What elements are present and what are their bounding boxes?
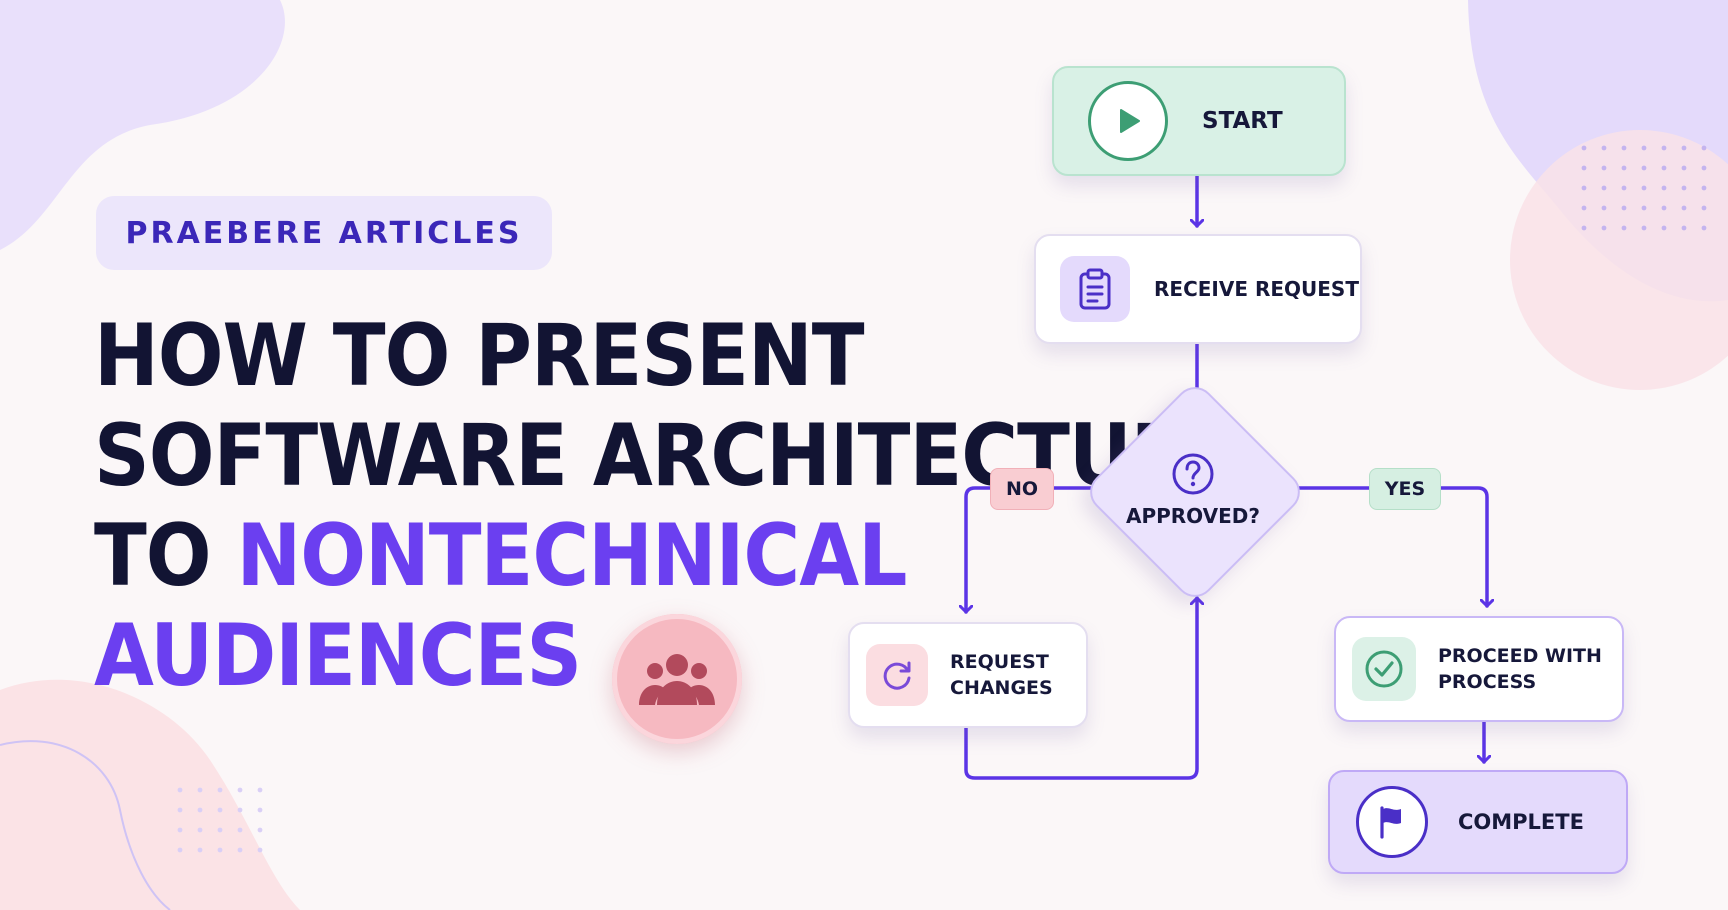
request-changes-line-1: REQUEST (950, 651, 1049, 673)
start-icon-box (1088, 81, 1168, 161)
people-group-icon (639, 654, 715, 705)
receive-icon-box (1060, 256, 1130, 322)
complete-node: COMPLETE (1328, 770, 1628, 874)
changes-icon-box (866, 644, 928, 706)
question-mark-icon (1172, 453, 1214, 495)
refresh-icon (883, 661, 911, 690)
proceed-line-2: PROCESS (1438, 671, 1537, 693)
proceed-line-1: PROCEED WITH (1438, 645, 1602, 667)
headline: HOW TO PRESENT SOFTWARE ARCHITECTURE TO … (94, 306, 1242, 706)
start-label: START (1202, 107, 1283, 134)
receive-request-node: RECEIVE REQUEST (1034, 234, 1362, 344)
clipboard-icon (1079, 268, 1111, 310)
proceed-icon-box (1352, 637, 1416, 701)
blob-right-pink (1510, 130, 1728, 390)
yes-branch-label: YES (1369, 468, 1441, 510)
flag-icon (1380, 806, 1401, 839)
receive-request-label: RECEIVE REQUEST (1154, 276, 1359, 301)
brand-tag: PRAEBERE ARTICLES (96, 196, 552, 270)
headline-line-3-accent: NONTECHNICAL (236, 506, 907, 606)
check-circle-icon (1365, 650, 1403, 688)
complete-label: COMPLETE (1458, 809, 1584, 834)
headline-line-3: TO NONTECHNICAL (94, 506, 1241, 606)
connector-no-branch (966, 486, 1102, 614)
no-branch-label: NO (990, 468, 1054, 510)
start-node: START (1052, 66, 1346, 176)
decision-content: APPROVED? (1113, 430, 1273, 550)
blob-top-left (0, 0, 285, 250)
blob-bottom-left-line (0, 740, 171, 910)
dot-grid-top-right (1581, 145, 1707, 231)
request-changes-label: REQUEST CHANGES (950, 649, 1053, 701)
brand-tag-label: PRAEBERE ARTICLES (125, 215, 523, 251)
request-changes-line-2: CHANGES (950, 677, 1053, 699)
decision-label: APPROVED? (1125, 504, 1260, 528)
headline-line-4: AUDIENCES (94, 606, 582, 706)
audience-badge (612, 614, 742, 744)
play-icon (1120, 109, 1140, 133)
connector-yes-branch (1292, 486, 1487, 608)
request-changes-node: REQUEST CHANGES (848, 622, 1088, 728)
headline-line-3-prefix: TO (94, 506, 237, 606)
blob-bottom-left (0, 679, 300, 910)
complete-icon-box (1356, 786, 1428, 858)
headline-line-1: HOW TO PRESENT (94, 306, 865, 406)
connector-loop-back (964, 596, 1197, 780)
proceed-node: PROCEED WITH PROCESS (1334, 616, 1624, 722)
dot-grid-bottom-left (177, 787, 263, 853)
proceed-label: PROCEED WITH PROCESS (1438, 643, 1602, 695)
